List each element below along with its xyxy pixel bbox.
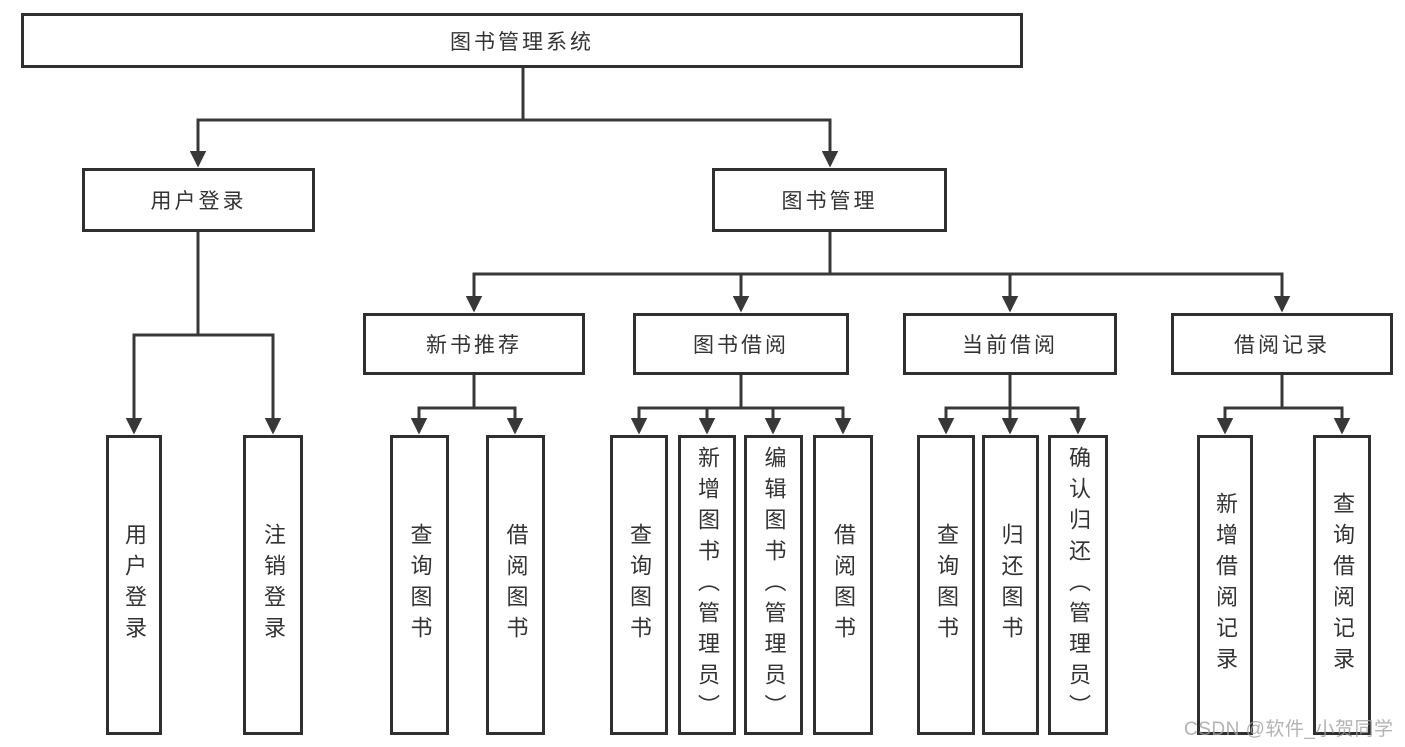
csdn-watermark: CSDN @软件_小贺同学 [1184,719,1394,740]
leaf-edit-book-admin-label: 编辑图书（管理员） [761,445,787,725]
leaf-user-login-label: 用户登录 [122,523,147,647]
leaf-confirm-return-admin: 确认归还（管理员） [1048,435,1108,735]
leaf-borrow-book-label: 借阅图书 [831,523,856,647]
leaf-query-book-recommend-label: 查询图书 [407,523,433,647]
leaf-borrow-book: 借阅图书 [813,435,873,735]
leaf-add-book-admin: 新增图书（管理员） [678,435,736,735]
node-user-login: 用户登录 [82,168,315,232]
leaf-query-borrow-record: 查询借阅记录 [1313,435,1371,735]
leaf-query-borrow-record-label: 查询借阅记录 [1330,492,1355,678]
leaf-confirm-return-admin-label: 确认归还（管理员） [1066,445,1091,725]
node-book-management: 图书管理 [712,168,947,232]
leaf-add-borrow-record: 新增借阅记录 [1197,435,1253,735]
node-borrow-records: 借阅记录 [1171,313,1393,375]
leaf-query-book-current-label: 查询图书 [934,523,959,647]
leaf-edit-book-admin: 编辑图书（管理员） [744,435,803,735]
leaf-return-book-label: 归还图书 [998,523,1024,647]
leaf-query-book-recommend: 查询图书 [390,435,449,735]
leaf-borrow-book-recommend: 借阅图书 [486,435,545,735]
node-new-book-recommend: 新书推荐 [363,313,585,375]
leaf-user-login: 用户登录 [106,435,162,735]
leaf-logout-label: 注销登录 [261,523,286,647]
leaf-query-book-borrow-label: 查询图书 [627,523,652,647]
leaf-borrow-book-recommend-label: 借阅图书 [503,523,529,647]
leaf-add-book-admin-label: 新增图书（管理员） [695,445,720,725]
leaf-query-book-borrow: 查询图书 [610,435,668,735]
node-current-borrow: 当前借阅 [903,313,1117,375]
leaf-return-book: 归还图书 [982,435,1039,735]
node-library-management-system: 图书管理系统 [21,13,1023,68]
leaf-add-borrow-record-label: 新增借阅记录 [1213,492,1238,678]
leaf-logout: 注销登录 [243,435,303,735]
node-book-borrow: 图书借阅 [633,313,849,375]
leaf-query-book-current: 查询图书 [917,435,975,735]
